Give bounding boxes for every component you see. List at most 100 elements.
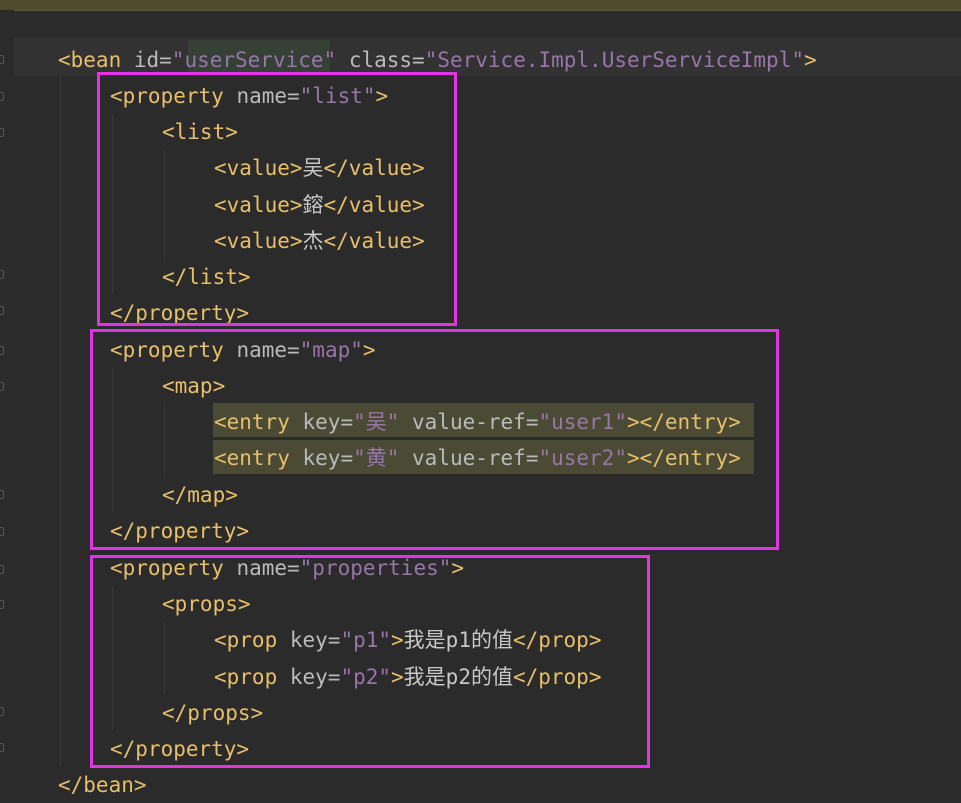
fold-marker-icon[interactable] [0,490,4,499]
code-line[interactable]: <entry key="黄" value-ref="user2"></entry… [214,440,741,476]
code-tag: <prop [214,665,290,689]
selected-word-highlight [188,40,330,72]
fold-marker-icon[interactable] [0,55,4,64]
fold-marker-icon[interactable] [0,382,4,391]
code-attribute: key= [302,446,354,470]
code-tag: <property [110,338,237,362]
code-tag: <value> [214,193,303,217]
code-attribute-value: "list" [299,84,376,108]
code-line[interactable]: <entry key="吴" value-ref="user1"></entry… [214,404,741,440]
code-tag: ></entry> [626,410,741,434]
code-line[interactable]: </property> [110,513,249,549]
code-tag: <prop [214,628,290,652]
code-tag: > [391,628,404,652]
fold-marker-icon[interactable] [0,92,4,101]
code-tag: </value> [323,193,425,217]
fold-marker-icon[interactable] [0,600,4,609]
code-attribute: class= [336,48,425,72]
fold-marker-icon[interactable] [0,128,4,137]
code-tag: <value> [214,156,303,180]
code-tag: </property> [110,519,250,543]
code-tag: </map> [162,483,238,507]
code-tag: <entry [214,446,303,470]
code-line[interactable]: <value>杰</value> [214,223,425,259]
code-attribute-value: "user2" [538,446,627,470]
fold-marker-icon[interactable] [0,346,4,355]
code-tag: > [391,665,404,689]
code-tag: <value> [214,229,303,253]
fold-marker-icon[interactable] [0,565,4,574]
code-tag: </value> [323,156,425,180]
code-line[interactable]: </map> [162,477,238,513]
code-line[interactable]: </property> [110,731,249,767]
code-text: 鎔 [302,193,324,217]
code-line[interactable]: <value>吴</value> [214,150,425,186]
code-attribute-value: "Service.Impl.UserServiceImpl" [424,48,804,72]
fold-marker-icon[interactable] [0,306,4,315]
current-line-highlight [14,38,961,76]
code-attribute: key= [289,665,341,689]
code-line[interactable]: <property name="properties"> [110,550,464,586]
code-attribute-value: "userService" [171,48,337,72]
indent-guide [112,586,113,730]
annotation-box-map [90,329,779,550]
code-tag: <props> [162,592,251,616]
code-line[interactable]: <value>鎔</value> [214,187,425,223]
code-tag: </list> [162,265,251,289]
code-attribute: key= [302,410,354,434]
code-line[interactable]: <prop key="p1">我是p1的值</prop> [214,622,601,658]
code-text: 我是p1的值 [403,628,513,652]
code-tag: <entry [214,410,303,434]
code-tag: > [375,84,389,108]
code-line[interactable]: <map> [162,368,225,404]
fold-marker-icon[interactable] [0,707,4,716]
indent-guide [164,622,165,694]
code-line[interactable]: </props> [162,695,263,731]
indent-guide [112,114,113,294]
annotation-box-properties [90,555,650,768]
code-line[interactable]: <list> [162,114,238,150]
code-tag: > [803,48,817,72]
code-tag: </property> [110,301,250,325]
code-tag: </bean> [58,773,147,797]
code-line[interactable]: <property name="list"> [110,78,388,114]
code-attribute: name= [236,556,300,580]
fold-marker-icon[interactable] [0,743,4,752]
code-attribute: value-ref= [399,446,539,470]
code-tag: <property [110,556,237,580]
code-line[interactable]: </bean> [58,767,147,803]
code-line[interactable]: <prop key="p2">我是p2的值</prop> [214,659,601,695]
code-attribute-value: "p1" [340,628,392,652]
code-tag: </value> [323,229,425,253]
entry-highlight-1 [213,403,754,437]
code-line[interactable]: <props> [162,586,251,622]
fold-marker-icon[interactable] [0,270,4,279]
code-attribute: value-ref= [399,410,539,434]
annotation-box-list [97,72,457,326]
code-tag: </prop> [512,665,602,689]
code-tag: > [362,338,376,362]
code-attribute-value: "user1" [538,410,627,434]
code-text: 杰 [302,229,324,253]
entry-highlight-2 [213,440,754,474]
code-line[interactable]: <bean id="userService" class="Service.Im… [58,42,817,78]
code-line[interactable]: <property name="map"> [110,332,376,368]
code-attribute-value: "map" [299,338,363,362]
fold-marker-icon[interactable] [0,527,4,536]
code-tag: ></entry> [626,446,741,470]
indent-guide [164,404,165,476]
code-attribute: key= [289,628,341,652]
code-tag: </property> [110,737,250,761]
code-line[interactable]: </list> [162,259,251,295]
code-tag: <property [110,84,237,108]
code-line[interactable]: </property> [110,295,249,331]
code-attribute: name= [236,338,300,362]
code-tag: <map> [162,374,226,398]
code-attribute-value: "吴" [353,410,400,434]
indent-guide [60,76,61,766]
code-attribute-value: "黄" [353,446,400,470]
code-tag: > [451,556,465,580]
code-text: 吴 [302,156,324,180]
code-tag: <bean [58,48,134,72]
code-tag: <list> [162,120,238,144]
